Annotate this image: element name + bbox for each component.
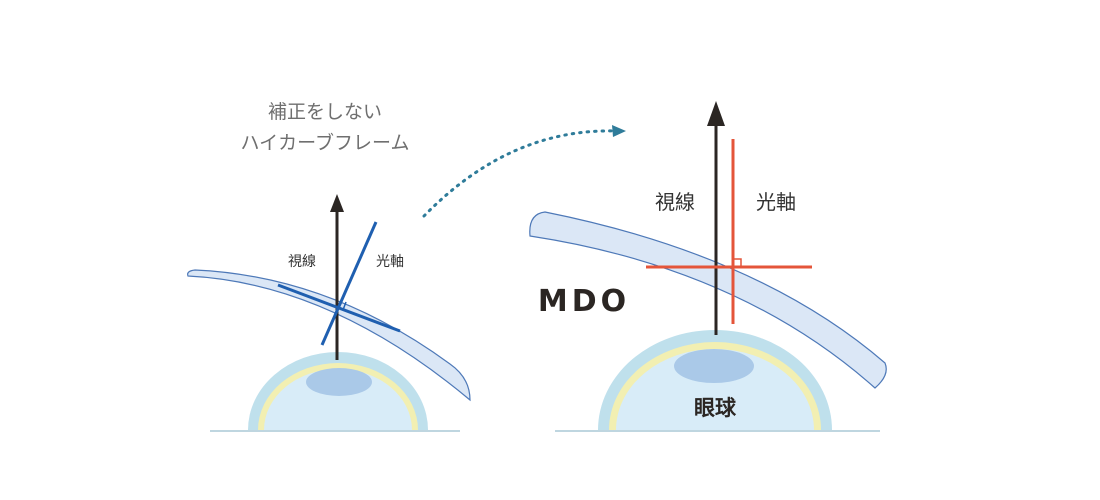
right-eyeball — [598, 330, 832, 430]
left-eyeball — [248, 352, 428, 430]
right-right-angle-mark — [733, 258, 742, 267]
right-optical-axis-label: 光軸 — [756, 190, 796, 214]
left-caption-line2: ハイカーブフレーム — [241, 131, 410, 154]
left-crystalline-lens — [306, 368, 372, 396]
left-line-of-sight-label: 視線 — [288, 254, 316, 270]
left-optical-axis-line — [320, 221, 378, 346]
transition-arrow — [422, 129, 618, 218]
left-caption-line1: 補正をしない — [268, 101, 382, 123]
right-line-of-sight-label: 視線 — [655, 190, 695, 214]
eyeball-label: 眼球 — [694, 396, 737, 420]
left-diagram: 視線 光軸 補正をしない ハイカーブフレーム — [187, 101, 471, 432]
right-diagram: 視線 光軸 MDO 眼球 — [529, 101, 887, 432]
left-line-of-sight-arrowhead — [330, 194, 344, 212]
right-line-of-sight-arrowhead — [707, 101, 725, 126]
left-spectacle-lens — [187, 269, 471, 402]
right-crystalline-lens — [674, 349, 754, 383]
right-diagram-title: MDO — [538, 284, 630, 319]
left-optical-axis-label: 光軸 — [376, 254, 404, 270]
left-lens-tangent-line — [277, 283, 401, 333]
left-right-angle-mark — [342, 301, 352, 314]
transition-arrowhead — [612, 125, 626, 137]
